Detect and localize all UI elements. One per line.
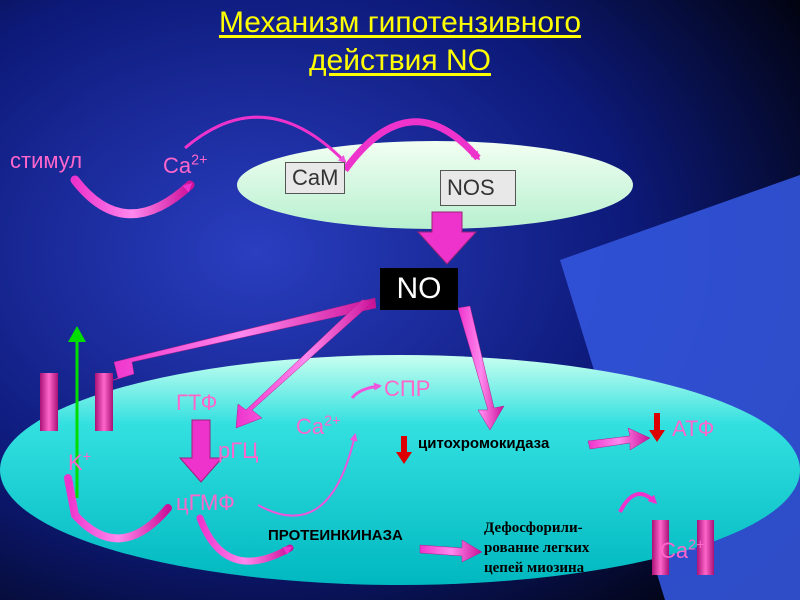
no-to-cytochrome-arrow — [457, 305, 505, 431]
cytochrome-to-atp-arrow — [587, 427, 651, 451]
cgmp-label: цГМФ — [176, 490, 235, 515]
k-channel-left — [40, 373, 58, 431]
atp-down-arrow — [649, 413, 665, 442]
dephosphorylation-text: Дефосфорили- рование легких цепей миозин… — [484, 520, 590, 576]
gtp-to-cgmp-arrow — [178, 419, 224, 483]
cgmp-to-k-arrow — [64, 474, 172, 543]
ca-channel-left — [652, 520, 669, 575]
no-to-channel-arrow — [107, 297, 377, 383]
pk-to-dephos-arrow — [419, 539, 483, 563]
cytochrome-label: цитохромокидаза — [418, 435, 550, 452]
protein-kinase-label: ПРОТЕИНКИНАЗА — [268, 527, 403, 544]
cgmp-to-pk-arrow — [196, 514, 294, 565]
title-line-2: действия NO — [309, 44, 491, 77]
no-to-rgc-arrow — [235, 299, 376, 429]
cgmp-to-ca-arrow — [257, 433, 358, 517]
cytochrome-down-arrow — [396, 436, 412, 464]
nos-to-no-arrow — [416, 211, 478, 265]
stimulus-label: стимул — [10, 148, 83, 173]
atp-label: АТФ — [672, 416, 715, 441]
ca-bottom-label: Ca2+ — [660, 537, 705, 563]
k-efflux-head — [68, 326, 86, 342]
k-channel-right — [95, 373, 113, 431]
rgc-label: рГЦ — [218, 438, 259, 463]
k-label: K+ — [68, 449, 92, 475]
ca-to-spr-arrow — [350, 382, 382, 399]
gtp-label: ГТФ — [176, 390, 218, 415]
ca-channel-curve-arrow — [618, 492, 658, 513]
title-line-1: Механизм гипотензивного — [218, 6, 582, 39]
ca-top-label: Ca2+ — [163, 152, 208, 178]
no-box: NO — [380, 268, 458, 310]
cell-ellipse — [0, 355, 800, 585]
stimulus-to-ca-arrow — [70, 175, 195, 219]
cam-box: CaM — [285, 162, 346, 194]
ca-to-cam-arrow — [184, 115, 347, 164]
ca-mid-label: Ca2+ — [296, 413, 341, 439]
cam-to-nos-arrow — [342, 118, 481, 173]
ca-channel-right — [697, 520, 714, 575]
spr-label: СПР — [384, 376, 431, 401]
nos-box: NOS — [440, 170, 516, 206]
